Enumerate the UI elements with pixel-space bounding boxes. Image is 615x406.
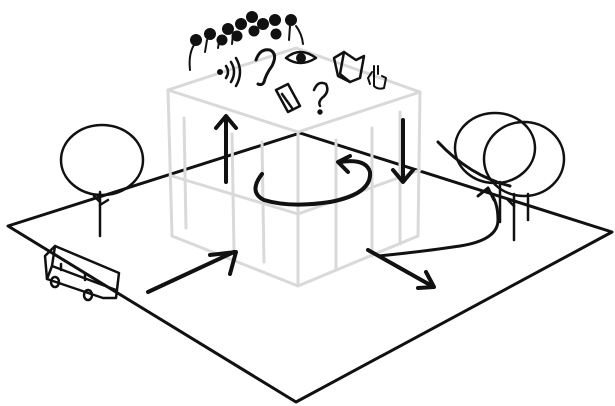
- arrow-inbound-left: [148, 252, 236, 292]
- question-mark-icon: [314, 83, 327, 114]
- arrow-down: [393, 120, 413, 182]
- tree-group-right: [455, 113, 564, 240]
- arrow-circular-left: [255, 174, 330, 205]
- crowd-of-people: [190, 12, 303, 71]
- building-block: [168, 48, 420, 286]
- sound-icon: [218, 58, 241, 86]
- phone-icon: [276, 84, 300, 112]
- tree-left: [61, 125, 143, 236]
- arrow-curved-to-trees: [378, 142, 510, 256]
